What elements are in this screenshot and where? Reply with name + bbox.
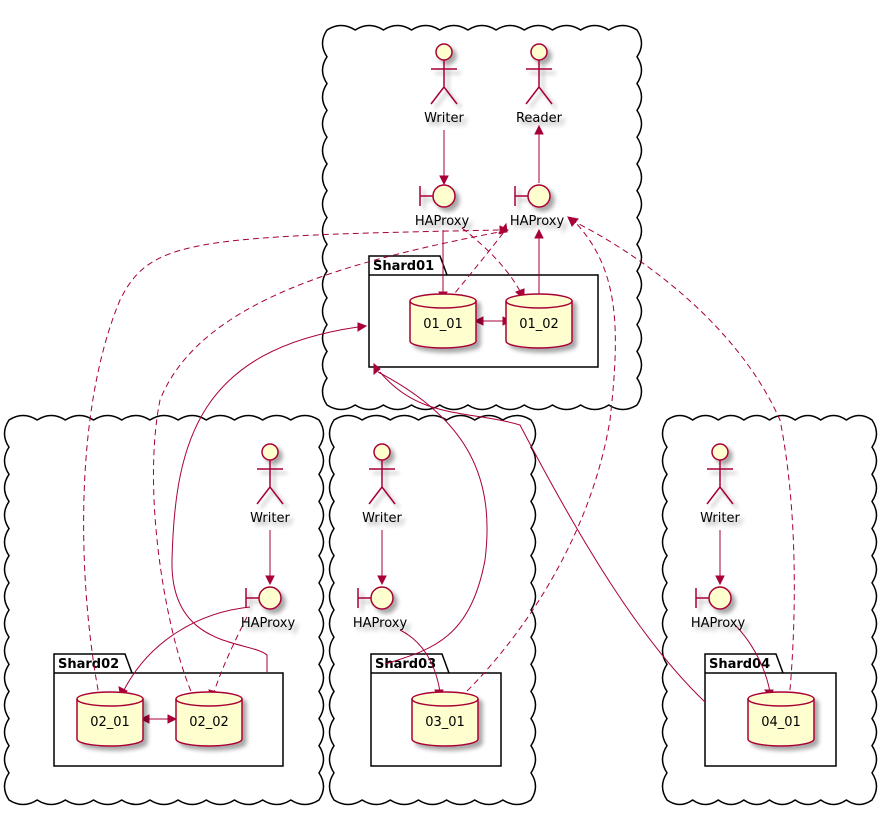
package-title: Shard03	[375, 657, 436, 672]
edge-shard03-to-shard01	[377, 371, 488, 665]
edge-haproxy-to-db-01-02	[461, 227, 522, 294]
actor-label: Writer	[250, 511, 290, 526]
actor-reader: Reader	[516, 43, 563, 126]
actor-writer-shard04: Writer	[700, 443, 740, 526]
database-01-02: 01_02	[505, 293, 573, 349]
actor-label: Writer	[424, 111, 464, 126]
haproxy-shard02: HAProxy	[241, 586, 296, 631]
package-title: Shard04	[709, 657, 770, 672]
db-label: 03_01	[425, 715, 465, 730]
database-04-01: 04_01	[747, 691, 815, 747]
edge-shard04-to-shard01	[379, 371, 706, 703]
haproxy-shard03: HAProxy	[353, 586, 408, 631]
haproxy-label: HAProxy	[241, 616, 296, 631]
edge-haproxy-to-db-04-01	[734, 624, 771, 693]
edge-db-04-01-to-read-haproxy	[574, 221, 795, 701]
edge-haproxy-to-db-03-01	[399, 629, 441, 693]
edge-db-02-01-to-read-haproxy	[83, 229, 501, 701]
package-title: Shard02	[58, 657, 119, 672]
haproxy-label: HAProxy	[510, 214, 565, 229]
haproxy-label: HAProxy	[353, 616, 408, 631]
edge-db-02-02-to-read-haproxy	[152, 229, 511, 701]
haproxy-read: HAProxy	[510, 184, 565, 229]
actor-label: Writer	[362, 511, 402, 526]
haproxy-write: HAProxy	[415, 184, 470, 229]
haproxy-shard04: HAProxy	[691, 586, 746, 631]
actor-writer-shard02: Writer	[250, 443, 290, 526]
edge-shard02-to-shard01	[171, 326, 359, 672]
package-title: Shard01	[373, 259, 434, 274]
edge-db-03-01-to-read-haproxy	[459, 221, 616, 699]
database-02-02: 02_02	[175, 691, 243, 747]
database-02-01: 02_01	[76, 691, 144, 747]
database-03-01: 03_01	[411, 691, 479, 747]
edge-haproxy-to-db-02-01	[123, 606, 251, 691]
db-label: 04_01	[761, 715, 801, 730]
db-label: 02_02	[189, 715, 229, 730]
edge-haproxy-to-db-02-02	[213, 616, 248, 693]
db-label: 01_02	[519, 317, 559, 332]
db-label: 02_01	[90, 715, 130, 730]
actor-label: Writer	[700, 511, 740, 526]
actor-writer: Writer	[424, 43, 464, 126]
actor-writer-shard03: Writer	[362, 443, 402, 526]
database-01-01: 01_01	[409, 293, 477, 349]
haproxy-label: HAProxy	[415, 214, 470, 229]
actor-label: Reader	[516, 111, 563, 126]
haproxy-label: HAProxy	[691, 616, 746, 631]
db-label: 01_01	[423, 317, 463, 332]
